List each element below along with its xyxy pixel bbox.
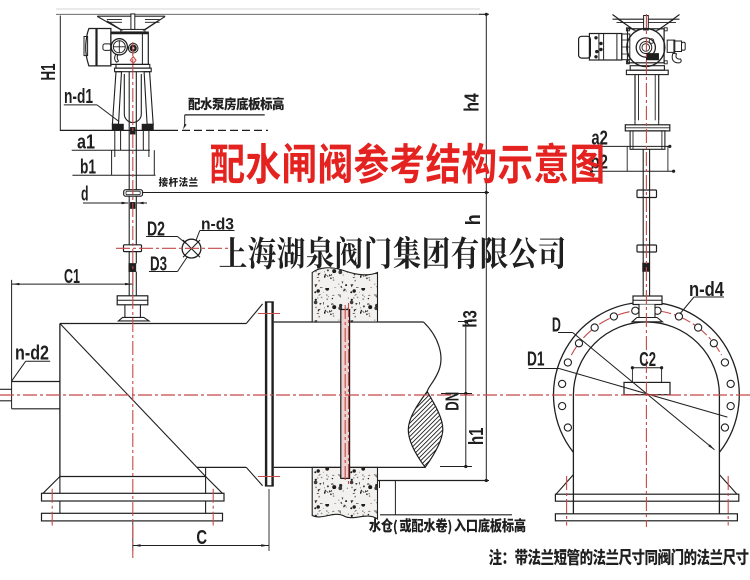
svg-text:a1: a1 [77,132,95,154]
svg-text:D3: D3 [150,254,167,276]
svg-text:d: d [81,184,89,206]
svg-text:h3: h3 [461,310,482,328]
svg-text:h1: h1 [466,428,488,446]
svg-text:n-d2: n-d2 [15,343,49,365]
svg-text:h4: h4 [462,93,484,112]
svg-text:D2: D2 [147,219,165,241]
svg-text:C2: C2 [639,349,656,371]
svg-text:C1: C1 [64,266,80,288]
svg-text:a2: a2 [591,128,608,150]
svg-text:b1: b1 [80,157,96,179]
svg-text:n-d4: n-d4 [689,279,725,301]
svg-text:h: h [463,214,485,225]
svg-text:D1: D1 [527,349,545,371]
svg-text:n-d3: n-d3 [201,215,234,234]
svg-text:H1: H1 [38,64,60,81]
svg-text:C: C [196,527,207,549]
svg-text:D: D [552,315,561,337]
svg-text:n-d1: n-d1 [64,86,93,108]
svg-text:DN: DN [443,392,463,411]
